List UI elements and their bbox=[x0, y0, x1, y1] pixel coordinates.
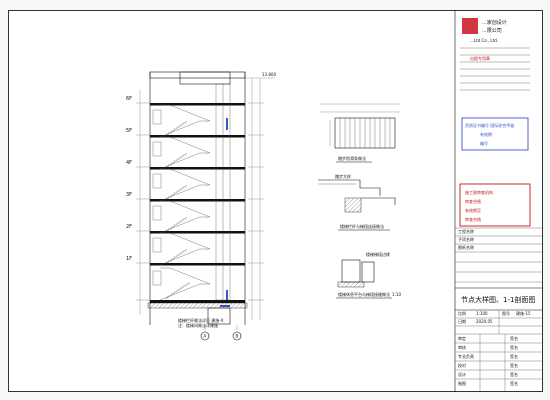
detail5-scale: 1:10 bbox=[392, 292, 401, 297]
blue-stamp-line1: 资质证书编号 国际综合甲级 bbox=[465, 122, 514, 128]
sign-row-4-sig: 签名 bbox=[510, 362, 518, 368]
axis-b-label: B bbox=[236, 334, 239, 339]
stair-flights bbox=[159, 104, 211, 301]
sign-row-3-label: 专业负责 bbox=[458, 353, 474, 359]
blue-stamp-line3: 编号 bbox=[480, 140, 488, 146]
blue-stamp-line2: 有效期 bbox=[480, 131, 492, 137]
stair-section-elevation: 13.800 6F 5F 4F 3F 2F 1F A B 楼梯栏杆做法详见 建施… bbox=[126, 71, 276, 341]
seal-text: 出图专用章 bbox=[470, 55, 490, 61]
vertical-dimension-chain bbox=[248, 78, 264, 320]
sheet-title: 节点大样图、1-1剖面图 bbox=[461, 295, 535, 304]
floor-label-5f: 5F bbox=[126, 128, 132, 134]
blue-railing-marks bbox=[220, 118, 230, 307]
detail-drawings: 踏步防滑条做法 踏步大样 楼梯栏杆与梯段连接做法 楼梯梯段边缘 楼梯休息平台与梯… bbox=[318, 103, 401, 299]
sign-row-2-sig: 签名 bbox=[510, 344, 518, 350]
sheet-no-value: 建施-15 bbox=[516, 310, 531, 316]
drawing-name-label: 图纸名称 bbox=[458, 244, 474, 250]
detail1-title: 踏步防滑条做法 bbox=[338, 155, 366, 161]
floor-label-3f: 3F bbox=[126, 192, 132, 198]
company-name-line1: ...家创设计 bbox=[482, 19, 507, 26]
elevation-note-2: 注：楼梯间做法详建施 bbox=[178, 322, 218, 328]
sign-row-6-sig: 签名 bbox=[510, 380, 518, 386]
project-name-label: 工程名称 bbox=[458, 228, 474, 234]
window-openings bbox=[152, 109, 162, 286]
floor-slabs bbox=[150, 103, 245, 303]
sign-row-4-label: 校对 bbox=[458, 362, 466, 368]
left-dimension-chain bbox=[136, 90, 150, 315]
detail4-title: 楼梯梯段边缘 bbox=[366, 251, 390, 257]
floor-label-2f: 2F bbox=[126, 224, 132, 230]
red-stamp-line2: 审查合格 bbox=[465, 198, 481, 204]
axis-a-label: A bbox=[204, 334, 207, 339]
detail3-title: 楼梯栏杆与梯段连接做法 bbox=[340, 223, 384, 229]
sheet-no-label: 图号 bbox=[502, 310, 510, 316]
company-name-line2: ...限公司 bbox=[482, 27, 502, 34]
company-name-en: ...Ltd Co., Ltd. bbox=[470, 38, 498, 43]
sign-row-1-sig: 签名 bbox=[510, 335, 518, 341]
red-stamp-line4: 审查合格 bbox=[465, 216, 481, 222]
top-level-label: 13.800 bbox=[262, 72, 276, 77]
sign-row-6-label: 制图 bbox=[458, 380, 466, 386]
title-block: ...家创设计 ...限公司 ...Ltd Co., Ltd. 出图专用章 资质… bbox=[454, 10, 543, 392]
sign-row-2-label: 审核 bbox=[458, 344, 466, 350]
detail2-title: 踏步大样 bbox=[335, 173, 351, 179]
scale-value: 1:100 bbox=[476, 311, 488, 316]
date-value: 2020.05 bbox=[476, 319, 493, 324]
sign-row-1-label: 审定 bbox=[458, 335, 466, 341]
sign-row-5-label: 设计 bbox=[458, 371, 466, 377]
floor-label-4f: 4F bbox=[126, 160, 132, 166]
scale-label: 比例 bbox=[458, 310, 466, 316]
date-label: 日期 bbox=[458, 318, 466, 324]
red-stamp-line3: 有效期至 bbox=[465, 207, 481, 213]
subproject-label: 子项名称 bbox=[458, 236, 474, 242]
floor-label-6f: 6F bbox=[126, 96, 132, 102]
floor-label-1f: 1F bbox=[126, 256, 132, 262]
sign-row-5-sig: 签名 bbox=[510, 371, 518, 377]
drawing-frame bbox=[8, 10, 543, 392]
sign-row-3-sig: 签名 bbox=[510, 353, 518, 359]
red-stamp-line1: 施工图审查机构 bbox=[465, 189, 493, 195]
detail5-title: 楼梯休息平台与梯段接缝做法 bbox=[338, 291, 390, 297]
elevation-note-1: 楼梯栏杆做法详见 建施-X bbox=[178, 317, 224, 323]
